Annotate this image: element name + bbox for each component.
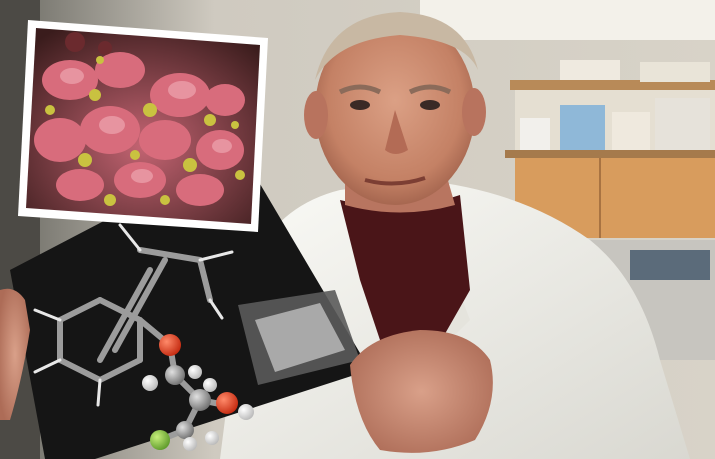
- right-ear: [462, 88, 486, 136]
- hydrogen-atom: [203, 378, 217, 392]
- turtleneck-sweater: [340, 195, 470, 360]
- carbon-atom: [189, 389, 211, 411]
- microscope-cells-inset: [18, 20, 268, 232]
- left-hand: [0, 288, 30, 420]
- hydrogen-atom: [183, 437, 197, 451]
- oxygen-atom: [159, 334, 181, 356]
- molecule-model-card: [10, 150, 370, 459]
- right-eyebrow: [408, 84, 452, 95]
- chlorine-atom: [150, 430, 170, 450]
- hydrogen-atom: [205, 431, 219, 445]
- right-hand: [350, 330, 493, 453]
- nose: [385, 110, 408, 154]
- hydrogen-atom: [238, 404, 254, 420]
- hydrogen-atom: [188, 365, 202, 379]
- carbon-atom: [176, 421, 194, 439]
- left-eyebrow: [338, 84, 382, 95]
- crystal-photo: [255, 303, 345, 372]
- hair: [315, 12, 478, 80]
- left-eye: [350, 100, 370, 110]
- ceiling-light: [420, 0, 715, 40]
- carbon-atom: [165, 365, 185, 385]
- right-eye: [420, 100, 440, 110]
- mouth: [364, 176, 426, 186]
- oxygen-atom: [216, 392, 238, 414]
- hydrogen-atom: [142, 375, 158, 391]
- left-ear: [304, 91, 328, 139]
